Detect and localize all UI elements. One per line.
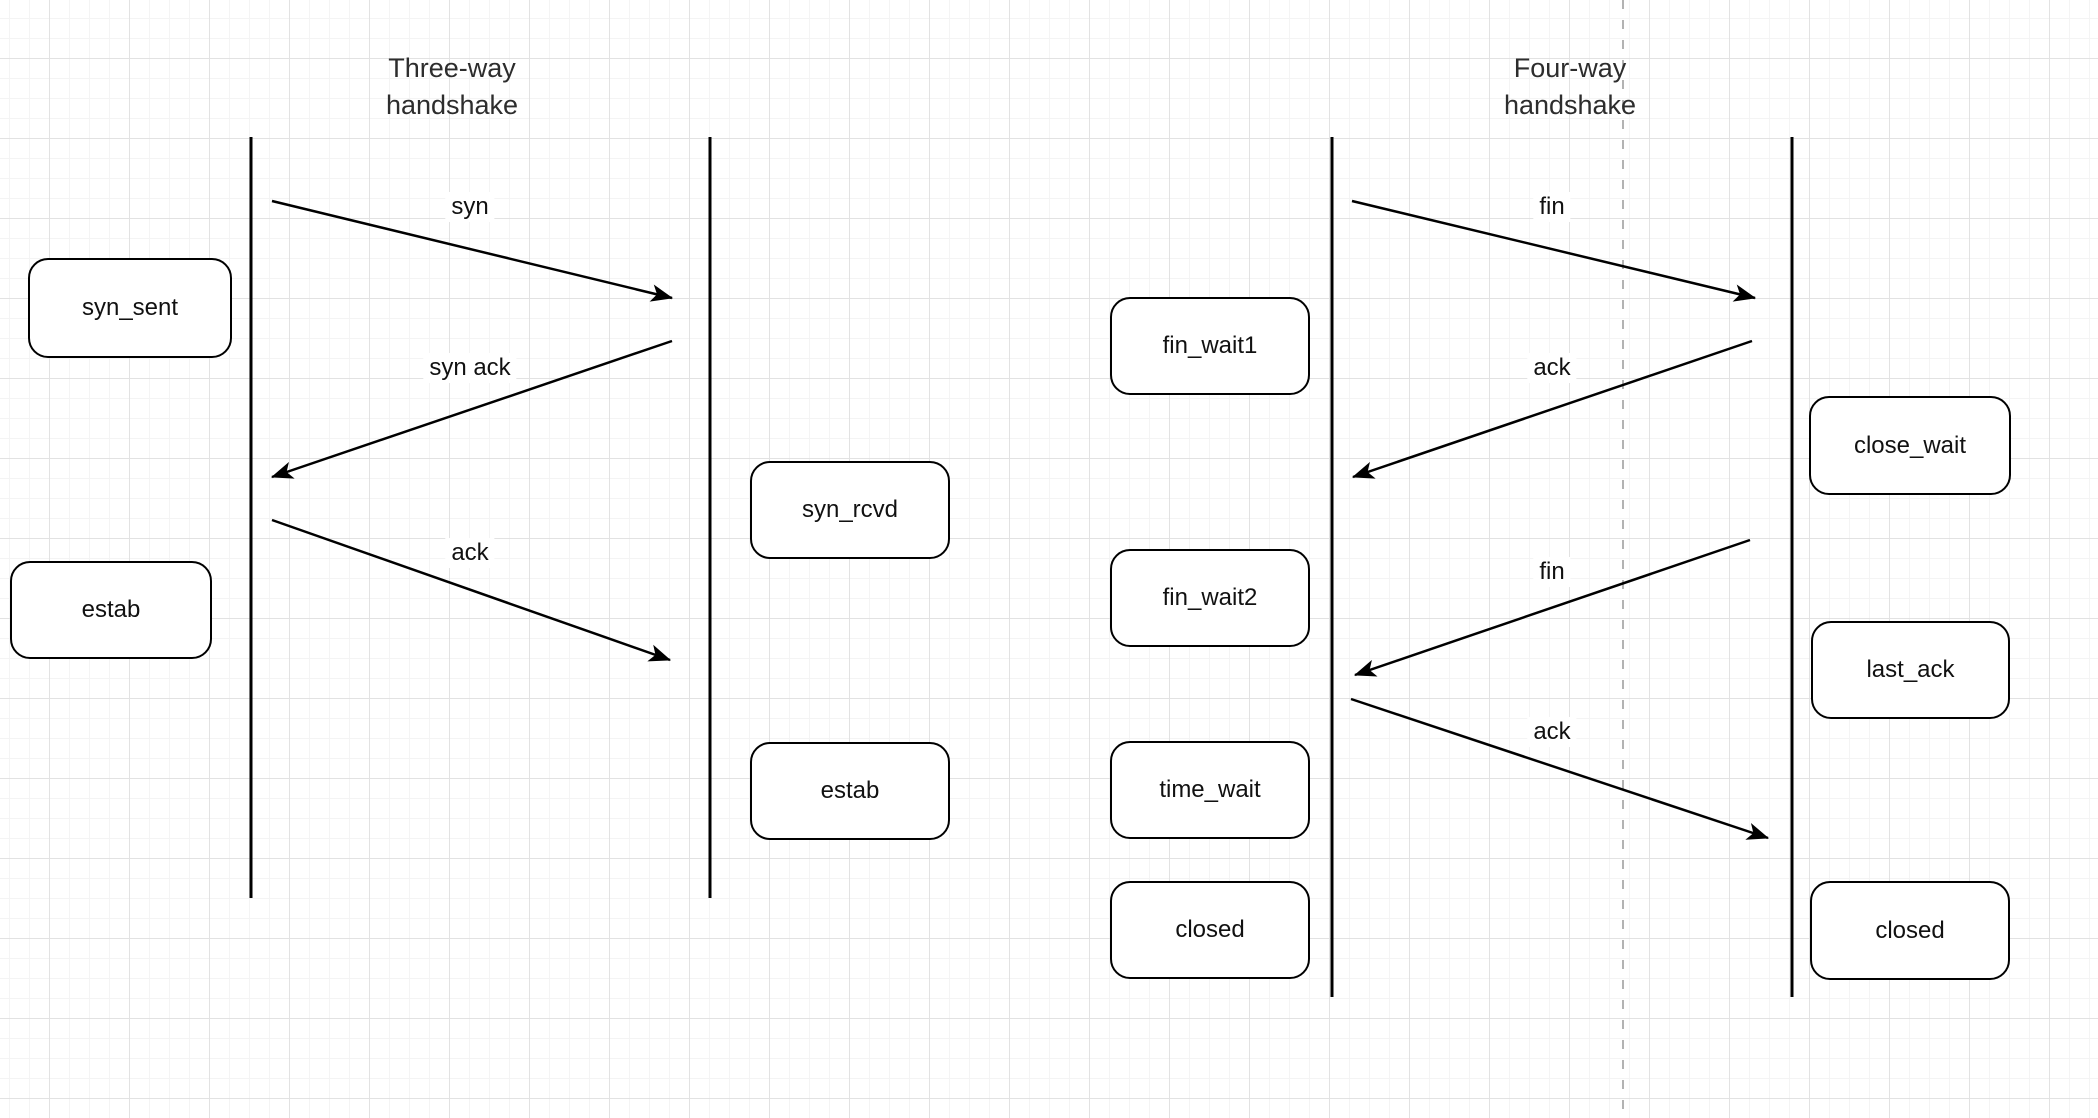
title-three-way-handshake[interactable]: Three-way handshake	[322, 50, 582, 124]
message-label-ack-1[interactable]: ack	[1527, 353, 1577, 383]
state-box-time-wait[interactable]: time_wait	[1110, 741, 1310, 839]
state-box-estab-client[interactable]: estab	[10, 561, 212, 659]
state-box-closed-server[interactable]: closed	[1810, 881, 2010, 980]
title-three-way-line2: handshake	[385, 90, 519, 120]
state-box-last-ack[interactable]: last_ack	[1811, 621, 2010, 719]
state-box-fin-wait1[interactable]: fin_wait1	[1110, 297, 1310, 395]
state-box-close-wait[interactable]: close_wait	[1809, 396, 2011, 495]
title-four-way-line1: Four-way	[1513, 53, 1627, 83]
title-three-way-line1: Three-way	[388, 53, 516, 83]
state-box-closed-client[interactable]: closed	[1110, 881, 1310, 979]
arrow-fin-2[interactable]	[1353, 538, 1751, 677]
title-four-way-line2: handshake	[1503, 90, 1637, 120]
arrow-ack-1[interactable]	[1351, 339, 1753, 479]
state-box-fin-wait2[interactable]: fin_wait2	[1110, 549, 1310, 647]
state-box-syn-sent[interactable]: syn_sent	[28, 258, 232, 358]
arrow-syn[interactable]	[271, 199, 674, 302]
message-label-ack[interactable]: ack	[445, 538, 495, 568]
title-four-way-handshake[interactable]: Four-way handshake	[1440, 50, 1700, 124]
message-label-syn-ack[interactable]: syn ack	[423, 353, 517, 383]
arrow-fin-1[interactable]	[1351, 199, 1757, 302]
arrow-ack[interactable]	[271, 518, 672, 662]
arrow-ack-2[interactable]	[1350, 697, 1770, 840]
message-label-syn[interactable]: syn	[445, 192, 495, 222]
message-label-fin-1[interactable]: fin	[1533, 192, 1571, 222]
arrow-syn-ack[interactable]	[270, 339, 673, 479]
state-box-estab-server[interactable]: estab	[750, 742, 950, 840]
message-label-ack-2[interactable]: ack	[1527, 717, 1577, 747]
state-box-syn-rcvd[interactable]: syn_rcvd	[750, 461, 950, 559]
message-label-fin-2[interactable]: fin	[1533, 557, 1571, 587]
